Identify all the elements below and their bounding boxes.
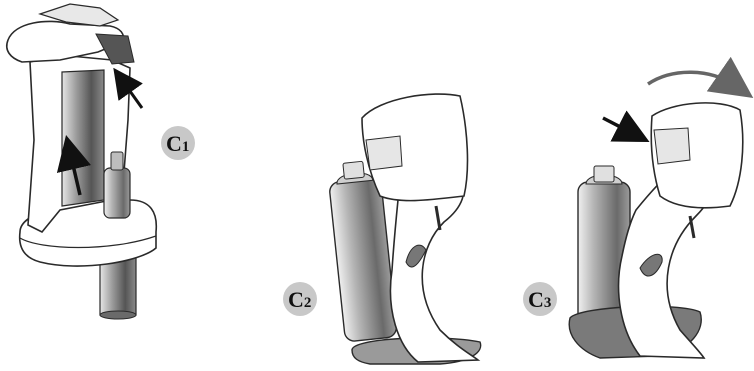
step-badge-c1: C1 <box>161 126 195 160</box>
rotate-arrow-icon <box>648 72 736 86</box>
badge-number: 1 <box>182 139 190 155</box>
c1-gas-bottle <box>104 168 130 218</box>
badge-letter: C <box>288 287 304 312</box>
step-c2-illustration <box>327 94 481 364</box>
step-c3-illustration <box>569 72 743 358</box>
push-arrow-icon <box>603 118 634 134</box>
badge-number: 2 <box>304 295 312 311</box>
step-c1-illustration <box>7 4 157 319</box>
badge-letter: C <box>528 287 544 312</box>
c1-inner-cylinder <box>62 70 104 206</box>
c2-gas-bottle <box>329 177 397 342</box>
step-badge-c3: C3 <box>523 282 557 316</box>
c2-frame <box>390 176 478 362</box>
badge-number: 3 <box>544 295 552 311</box>
badge-letter: C <box>166 131 182 156</box>
step-badge-c2: C2 <box>283 282 317 316</box>
